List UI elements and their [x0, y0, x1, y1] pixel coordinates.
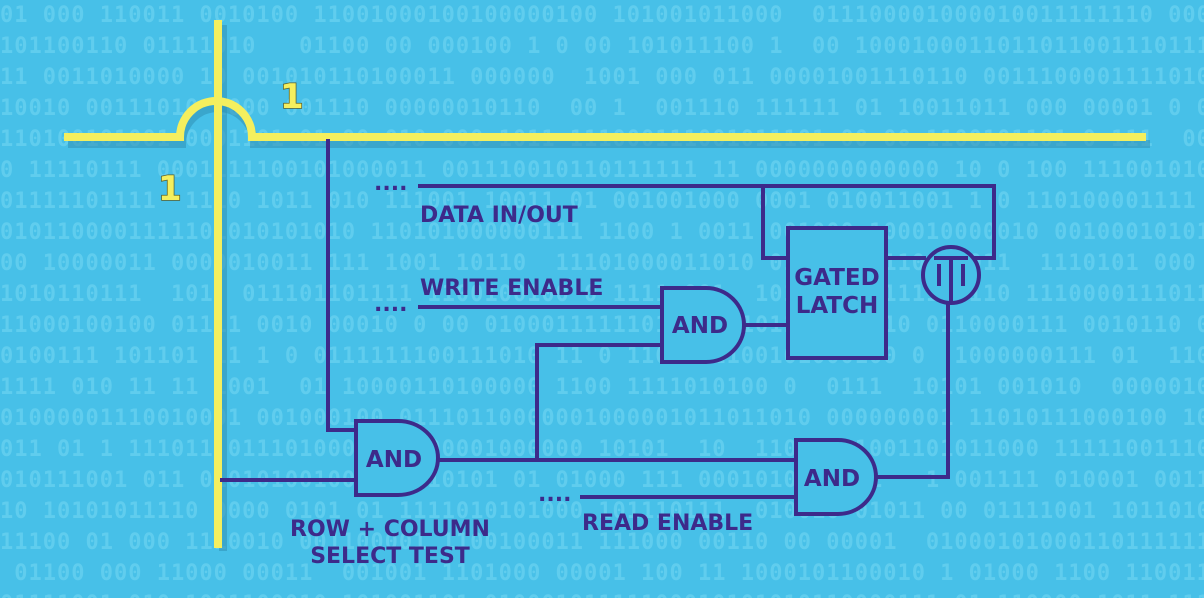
bus-lines	[64, 20, 1150, 551]
row-column-label-line1: ROW + COLUMN	[290, 517, 490, 542]
circuit-wires	[220, 139, 996, 499]
row-column-label-line2: SELECT TEST	[310, 544, 470, 569]
transistor-icon	[921, 245, 981, 305]
read-enable-label: READ ENABLE	[582, 511, 753, 536]
write-enable-dots: ....	[374, 292, 407, 317]
select-and-gate: AND	[354, 419, 440, 497]
read-enable-dots: ....	[538, 482, 571, 507]
read-and-label: AND	[804, 466, 860, 492]
row-tap-wire	[326, 139, 358, 432]
column-bit-value: 1	[158, 169, 182, 209]
read-and-gate: AND	[794, 438, 878, 516]
latch-label-line2: LATCH	[796, 293, 879, 319]
write-and-gate: AND	[660, 286, 746, 364]
read-and-to-transistor-wire	[872, 298, 950, 479]
data-line-dots: ....	[374, 171, 407, 196]
write-enable-label: WRITE ENABLE	[420, 276, 603, 301]
select-and-label: AND	[366, 447, 422, 473]
gated-latch-box: GATED LATCH	[786, 226, 888, 360]
write-and-label: AND	[672, 313, 728, 339]
row-bit-value: 1	[280, 77, 304, 117]
latch-label-line1: GATED	[794, 265, 879, 291]
select-to-write-and-wire	[535, 343, 664, 462]
data-to-latch-wire	[761, 184, 790, 260]
data-in-out-label: DATA IN/OUT	[420, 203, 578, 228]
